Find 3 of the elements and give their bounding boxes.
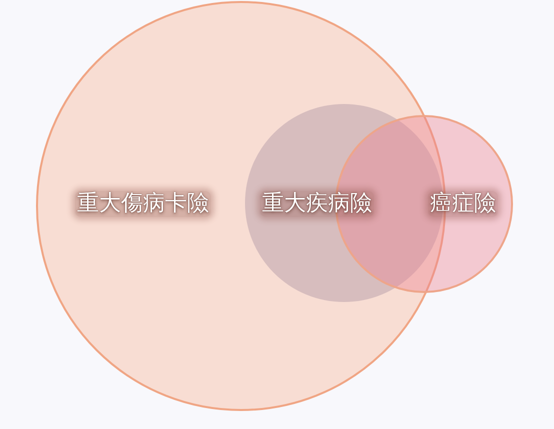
set-label: 重大傷病卡險 <box>75 191 211 217</box>
set-label: 重大疾病險 <box>260 191 374 217</box>
set-label: 癌症險 <box>428 191 498 217</box>
